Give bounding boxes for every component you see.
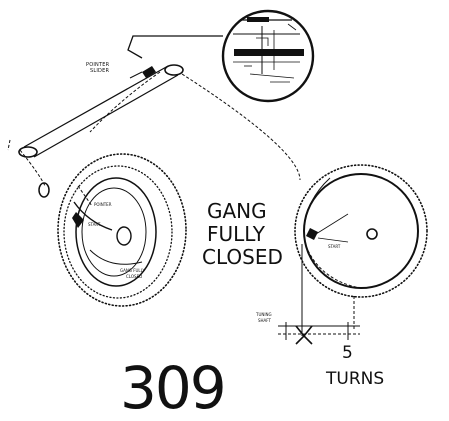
right-dial-drum: START bbox=[294, 164, 428, 336]
idler-pulley bbox=[38, 182, 50, 198]
left-dial-start-label: START bbox=[88, 222, 101, 227]
gang-caption-line-1: GANG bbox=[207, 199, 267, 223]
gang-caption-line-3: CLOSED bbox=[202, 245, 283, 269]
turns-label: TURNS bbox=[325, 369, 384, 389]
pointer-slider-label-line-2: SLIDER bbox=[90, 68, 109, 74]
pointer-slider-rail bbox=[7, 64, 301, 187]
tuning-shaft: TUNING SHAFT bbox=[255, 312, 360, 345]
tuning-shaft-label-line-2: SHAFT bbox=[258, 318, 272, 323]
inset-magnifier bbox=[127, 9, 315, 103]
tuning-shaft-label-line-1: TUNING bbox=[255, 312, 272, 317]
right-dial-start-label: START bbox=[328, 244, 341, 249]
figure-number: 309 bbox=[120, 354, 225, 421]
gang-caption-line-2: FULLY bbox=[207, 222, 266, 246]
pointer-slider-label-line-1: POINTER bbox=[86, 62, 110, 68]
left-dial-gang-caption-line-1: GANG FULLY bbox=[120, 268, 145, 273]
left-dial-pointer-label: POINTER bbox=[94, 202, 112, 207]
left-dial-drum: POINTER START GANG FULLY CLOSED bbox=[57, 153, 187, 307]
turns-value: 5 bbox=[342, 343, 353, 363]
left-dial-gang-caption-line-2: CLOSED bbox=[126, 274, 142, 279]
